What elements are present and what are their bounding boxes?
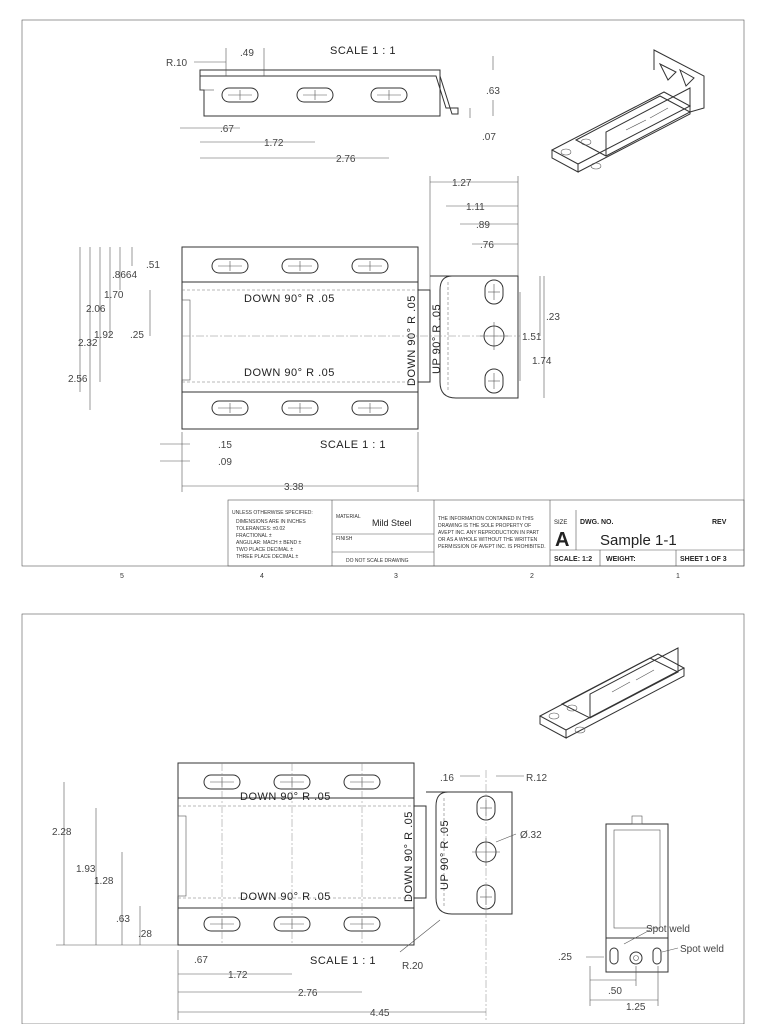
tb-sheet: SHEET 1 OF 3 <box>680 556 727 563</box>
tb-weight: WEIGHT: <box>606 556 636 563</box>
tb-prop-5: PERMISSION OF AVEPT INC. IS PROHIBITED. <box>438 544 546 550</box>
dim2-128: 1.28 <box>94 876 114 887</box>
dim-25: .25 <box>130 330 144 341</box>
tb-dwg-label: DWG. NO. <box>580 519 613 526</box>
spot-weld-2: Spot weld <box>680 944 724 955</box>
dim2-r12: R.12 <box>526 773 548 784</box>
dim-23: .23 <box>546 312 560 323</box>
dim2-172: 1.72 <box>228 970 248 981</box>
bend2-note-down-top: DOWN 90° R .05 <box>240 791 331 803</box>
tb-two-place: TWO PLACE DECIMAL ± <box>236 547 293 553</box>
scale-label-sheet2: SCALE 1 : 1 <box>310 955 376 967</box>
tb-do-not-scale: DO NOT SCALE DRAWING <box>346 558 409 564</box>
dim-256: 2.56 <box>68 374 88 385</box>
zone-markers: 5 4 3 2 1 <box>120 573 680 580</box>
dim2-25: .25 <box>558 952 572 963</box>
dim-07: .07 <box>482 132 496 143</box>
zone-3: 3 <box>394 573 398 580</box>
tb-prop-4: OR AS A WHOLE WITHOUT THE WRITTEN <box>438 537 538 543</box>
dim-206: 2.06 <box>86 304 106 315</box>
tb-fractional: FRACTIONAL ± <box>236 533 272 539</box>
dim2-193: 1.93 <box>76 864 96 875</box>
title-block: UNLESS OTHERWISE SPECIFIED: DIMENSIONS A… <box>227 499 745 567</box>
isometric-view-1 <box>550 49 705 173</box>
dim-127: 1.27 <box>452 178 472 189</box>
dim2-276: 2.76 <box>298 988 318 999</box>
dim2-125: 1.25 <box>626 1002 646 1013</box>
dim2-445: 4.45 <box>370 1008 390 1019</box>
dim-r10: R.10 <box>166 58 188 69</box>
tb-finish-label: FINISH <box>336 536 353 542</box>
tb-material: Mild Steel <box>372 518 412 528</box>
dim2-28: .28 <box>138 929 152 940</box>
dim2-228: 2.28 <box>52 827 72 838</box>
dim-15: .15 <box>218 440 232 451</box>
dim-89: .89 <box>476 220 490 231</box>
dim-151: 1.51 <box>522 332 542 343</box>
dim-09: .09 <box>218 457 232 468</box>
tb-tolerances: TOLERANCES: ±0.02 <box>236 526 285 532</box>
tb-three-place: THREE PLACE DECIMAL ± <box>236 554 299 560</box>
tb-prop-3: AVEPT INC. ANY REPRODUCTION IN PART <box>438 530 539 536</box>
dim-192: 1.92 <box>94 330 114 341</box>
dim2-r20: R.20 <box>402 961 424 972</box>
tb-scale: SCALE: 1:2 <box>554 556 592 563</box>
tb-unless: UNLESS OTHERWISE SPECIFIED: <box>232 510 313 516</box>
zone-4: 4 <box>260 573 264 580</box>
sheet-1: SCALE 1 : 1 R.10 .49 .63 .07 .67 1.72 2.… <box>21 19 745 580</box>
dim-51: .51 <box>146 260 160 271</box>
dim-232: 2.32 <box>78 338 98 349</box>
dim2-16: .16 <box>440 773 454 784</box>
zone-1: 1 <box>676 573 680 580</box>
top-view: SCALE 1 : 1 R.10 .49 .63 .07 .67 1.72 2.… <box>166 45 500 165</box>
dim2-dia32: Ø.32 <box>520 830 542 841</box>
bend-note-down-top: DOWN 90° R .05 <box>244 293 335 305</box>
scale-label-front: SCALE 1 : 1 <box>320 439 386 451</box>
dim-76: .76 <box>480 240 494 251</box>
dim-8664: .8664 <box>112 270 137 281</box>
dim-172: 1.72 <box>264 138 284 149</box>
dim-111: 1.11 <box>466 202 485 213</box>
tb-material-label: MATERIAL <box>336 514 361 520</box>
dim2-63: .63 <box>116 914 130 925</box>
flat-view-2: DOWN 90° R .05 DOWN 90° R .05 DOWN 90° R… <box>52 762 548 1020</box>
dim-49: .49 <box>240 48 254 59</box>
spot-weld-1: Spot weld <box>646 924 690 935</box>
tb-angular: ANGULAR: MACH ± BEND ± <box>236 540 301 546</box>
bend-note-down-bottom: DOWN 90° R .05 <box>244 367 335 379</box>
bend2-note-down-bottom: DOWN 90° R .05 <box>240 891 331 903</box>
scale-label-top: SCALE 1 : 1 <box>330 45 396 57</box>
dim-170: 1.70 <box>104 290 124 301</box>
tb-prop-2: DRAWING IS THE SOLE PROPERTY OF <box>438 523 531 529</box>
zone-5: 5 <box>120 573 124 580</box>
bend-note-up-vertical: UP 90° R .05 <box>431 304 443 374</box>
tb-dims-in: DIMENSIONS ARE IN INCHES <box>236 519 306 525</box>
flat-view: DOWN 90° R .05 DOWN 90° R .05 DOWN 90° R… <box>68 176 560 493</box>
sheet-2-border <box>21 613 745 1024</box>
sheet-2: DOWN 90° R .05 DOWN 90° R .05 DOWN 90° R… <box>21 613 745 1024</box>
tb-size: A <box>555 529 569 551</box>
dim2-67: .67 <box>194 955 208 966</box>
end-view: Spot weld Spot weld .25 .50 1.25 <box>558 815 724 1013</box>
bend2-note-down-vertical: DOWN 90° R .05 <box>403 811 415 902</box>
dim-67: .67 <box>220 124 234 135</box>
tb-rev-label: REV <box>712 519 727 526</box>
dim-338: 3.38 <box>284 482 304 493</box>
tb-prop-1: THE INFORMATION CONTAINED IN THIS <box>438 516 534 522</box>
dim-174: 1.74 <box>532 356 552 367</box>
dim-276: 2.76 <box>336 154 356 165</box>
dim-63: .63 <box>486 86 500 97</box>
bend2-note-up-vertical: UP 90° R .05 <box>439 820 451 890</box>
bend-note-down-vertical: DOWN 90° R .05 <box>406 295 418 386</box>
tb-size-label: SIZE <box>554 520 567 526</box>
zone-2: 2 <box>530 573 534 580</box>
dim2-50: .50 <box>608 986 622 997</box>
isometric-view-2 <box>538 647 686 739</box>
tb-dwg-no: Sample 1-1 <box>600 532 677 549</box>
